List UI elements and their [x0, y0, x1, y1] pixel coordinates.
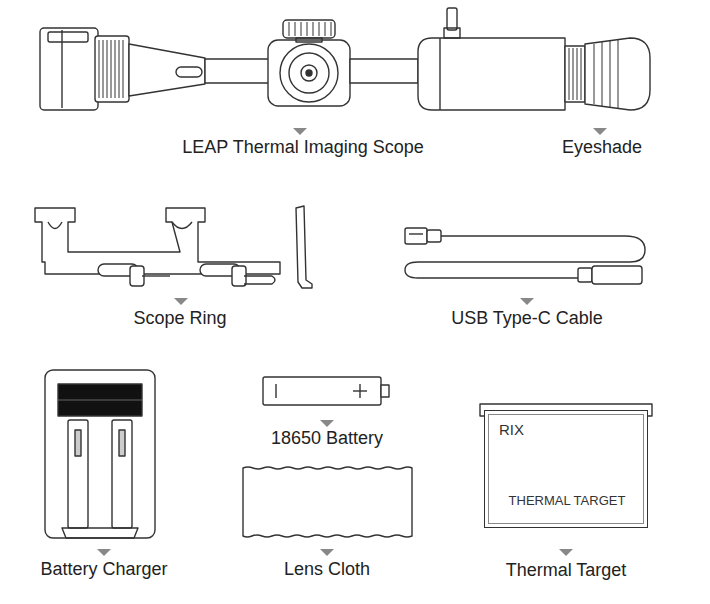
part-label: Eyeshade — [562, 137, 642, 157]
part-label: Scope Ring — [133, 308, 226, 328]
part-label: USB Type-C Cable — [451, 308, 603, 328]
thermal-target-card: RIX THERMAL TARGET — [484, 410, 648, 528]
part-label: 18650 Battery — [271, 428, 383, 448]
part-label: Lens Cloth — [284, 559, 370, 579]
card-text: THERMAL TARGET — [509, 493, 626, 508]
brand-text: RIX — [499, 421, 524, 438]
part-label: LEAP Thermal Imaging Scope — [182, 137, 423, 157]
part-label: Thermal Target — [506, 560, 627, 580]
part-label: Battery Charger — [40, 559, 167, 579]
